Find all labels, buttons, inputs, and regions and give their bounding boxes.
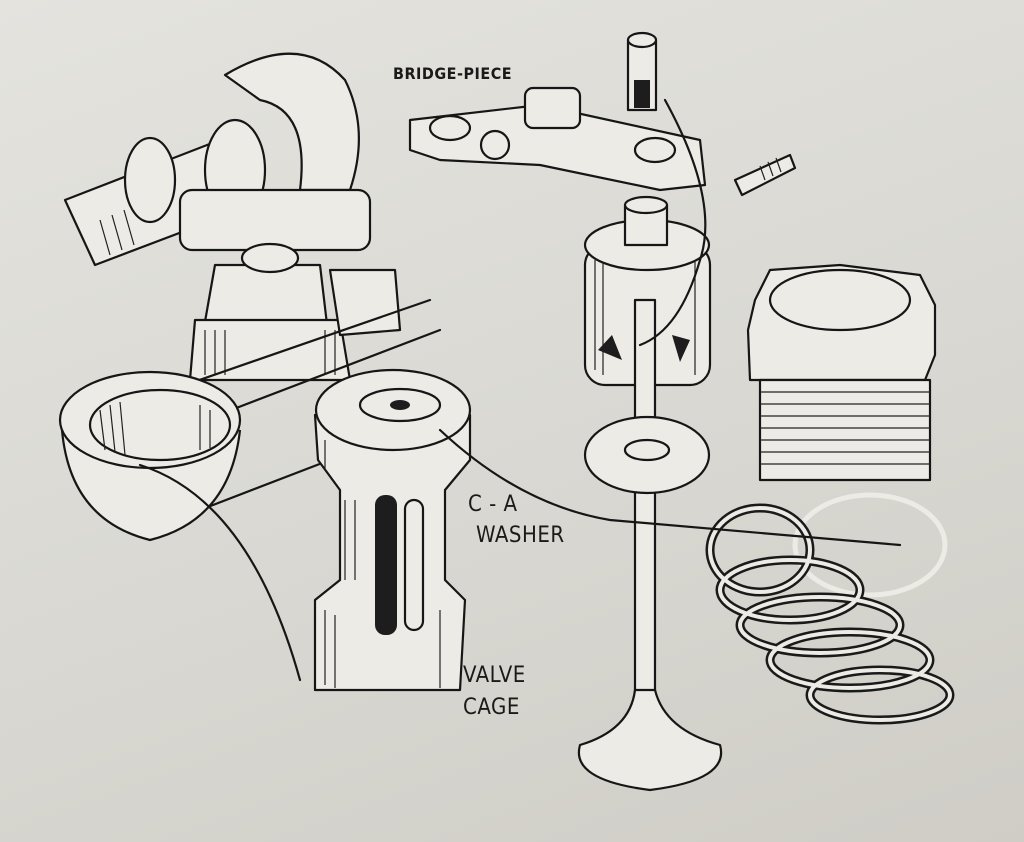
valve-cage-part (313, 368, 472, 692)
valve-cage-label-line2: CAGE (463, 695, 520, 720)
valve-springs (705, 492, 955, 725)
valve (577, 298, 723, 792)
bridge-piece-label: BRIDGE-PIECE (393, 64, 513, 83)
stud (733, 153, 797, 197)
valve-cage-label-line1: VALVE (463, 663, 526, 688)
threaded-nut (746, 263, 937, 482)
camshaft-assembly (63, 52, 442, 512)
valve-seat-cup (58, 370, 242, 542)
assembly-arrows (138, 98, 902, 682)
ca-washer-label-line1: C - A (468, 492, 518, 517)
ca-washer-label-line2: WASHER (476, 523, 565, 548)
bridge-piece-part (408, 31, 707, 192)
